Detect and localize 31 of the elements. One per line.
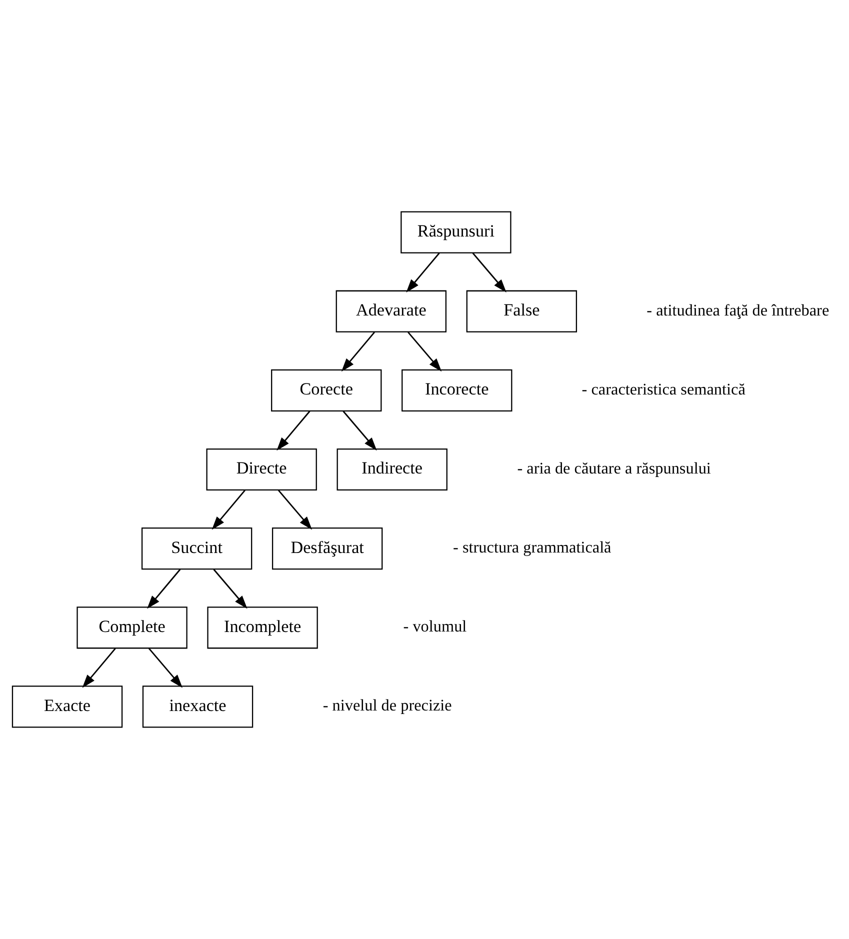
arrow <box>341 332 376 372</box>
node-box: False <box>466 290 578 332</box>
node-box: Incomplete <box>207 606 318 649</box>
node-box: Succint <box>141 528 252 570</box>
label: - structura grammaticală <box>453 538 612 556</box>
arrow <box>82 648 116 688</box>
label: - caracteristica semantică <box>582 380 746 398</box>
arrow <box>408 332 442 372</box>
arrow <box>147 568 181 609</box>
node-box: Incorecte <box>402 369 512 412</box>
arrow <box>276 410 310 451</box>
label: - atitudinea faţă de întrebare <box>646 301 830 320</box>
node-box: Răspunsuri <box>400 211 512 254</box>
arrow <box>278 490 312 530</box>
label: - volumul <box>403 618 467 636</box>
node-box: Corecte <box>271 369 382 412</box>
arrow <box>213 568 248 609</box>
arrow <box>148 648 183 688</box>
node-box: Directe <box>206 448 317 491</box>
node-box: Exacte <box>12 686 123 728</box>
node-box: inexacte <box>142 686 254 728</box>
node-box: Adevarate <box>336 290 446 332</box>
arrow <box>472 252 506 293</box>
node-box: Complete <box>76 606 188 649</box>
node-box: Indirecte <box>336 448 448 491</box>
label: - aria de căutare a răspunsului <box>517 459 711 478</box>
label: - nivelul de precizie <box>322 696 452 715</box>
arrow <box>406 252 440 293</box>
arrow <box>212 490 246 530</box>
arrow <box>342 410 377 451</box>
node-box: Desfăşurat <box>272 528 383 570</box>
